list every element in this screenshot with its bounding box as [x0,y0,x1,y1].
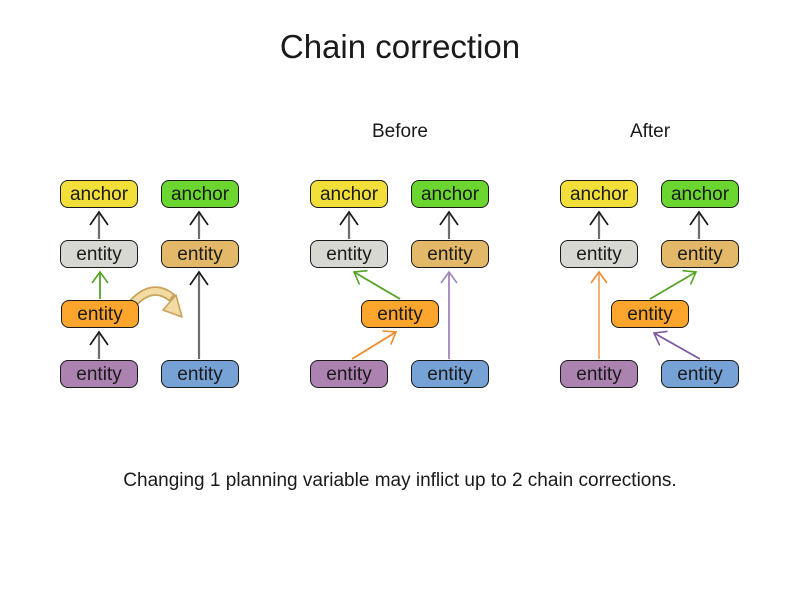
node-entity: entity [60,360,138,388]
node-entity: entity [411,240,489,268]
node-anchor: anchor [560,180,638,208]
node-entity: entity [161,240,239,268]
arrow-before-purpleentity-to-orangeentity [351,330,398,360]
node-entity: entity [60,240,138,268]
node-anchor: anchor [661,180,739,208]
node-entity: entity [310,240,388,268]
node-entity: entity [661,240,739,268]
arrow-after-blueentity-to-orangeentity [652,330,701,360]
arrow-after-orangeentity-to-tanentity [649,269,698,300]
node-anchor: anchor [411,180,489,208]
node-entity: entity [611,300,689,328]
move-arrow-icon [129,286,183,318]
node-entity: entity [310,360,388,388]
node-entity: entity [361,300,439,328]
arrow-before-orangeentity-to-grayentity [352,269,401,300]
node-entity: entity [560,360,638,388]
page-title: Chain correction [279,28,521,65]
node-entity: entity [560,240,638,268]
group-label-before: Before [372,121,428,142]
node-entity: entity [161,360,239,388]
node-entity: entity [411,360,489,388]
node-entity: entity [661,360,739,388]
node-anchor: anchor [161,180,239,208]
node-anchor: anchor [310,180,388,208]
node-anchor: anchor [60,180,138,208]
group-label-after: After [629,121,671,142]
caption: Changing 1 planning variable may inflict… [123,470,677,491]
node-entity: entity [61,300,139,328]
